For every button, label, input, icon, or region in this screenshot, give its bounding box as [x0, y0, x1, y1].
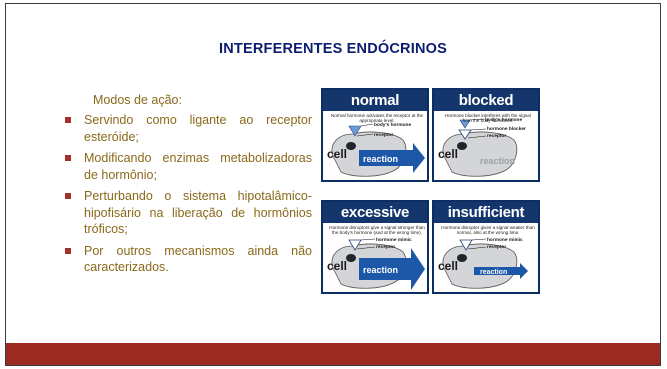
bullet-item: Servindo como ligante ao receptor esteró…	[64, 112, 312, 145]
reaction-arrow-icon	[359, 248, 425, 290]
bullet-square-icon	[65, 193, 71, 199]
panel-title: blocked	[434, 90, 538, 111]
label-hormone-mimic: hormone mimic	[376, 237, 412, 243]
label-hormone-mimic: hormone mimic	[487, 237, 523, 243]
panel-description: Hormone blocker interferes with the sign…	[445, 113, 531, 124]
panel-title: insufficient	[434, 202, 538, 223]
cell-label: cell	[327, 147, 347, 161]
reaction-label: reaction	[480, 269, 507, 276]
blocked-diagram: body's hormone hormone blocker receptor …	[438, 117, 526, 177]
reaction-label: reaction	[363, 154, 398, 164]
cell-label: cell	[327, 259, 347, 273]
bullet-item: Modificando enzimas metabolizadoras de h…	[64, 150, 312, 183]
label-receptor: receptor	[487, 244, 506, 250]
bullet-square-icon	[65, 155, 71, 161]
panel-description: Normal hormone activates the receptor at…	[330, 113, 424, 124]
label-bodys-hormone: body's hormone	[485, 117, 522, 123]
panel-title: normal	[323, 90, 427, 111]
bullet-list: Servindo como ligante ao receptor esteró…	[64, 112, 312, 281]
label-receptor: receptor	[487, 133, 506, 139]
panel-description: Hormone disrupter gives a signal weaker …	[441, 225, 535, 236]
label-receptor: receptor	[376, 244, 395, 250]
cell-label: cell	[438, 259, 458, 273]
panel-description: Hormone disruptors give a signal stronge…	[329, 225, 425, 236]
cell-label: cell	[438, 147, 458, 161]
reaction-label: reaction	[363, 265, 398, 275]
slide-subtitle: Modos de ação:	[93, 93, 182, 107]
bullet-square-icon	[65, 117, 71, 123]
reaction-arrow-icon	[359, 143, 425, 173]
label-receptor: receptor	[374, 132, 393, 138]
bottom-bar	[6, 343, 660, 365]
panel-excessive: hormone mimic receptor cell reaction exc…	[321, 200, 429, 294]
reaction-arrow-icon	[474, 263, 528, 279]
bullet-item: Por outros mecanismos ainda não caracter…	[64, 243, 312, 276]
panel-blocked: body's hormone hormone blocker receptor …	[432, 88, 540, 182]
label-hormone-blocker: hormone blocker	[487, 126, 526, 132]
slide: INTERFERENTES ENDÓCRINOS Modos de ação: …	[5, 3, 661, 366]
slide-title: INTERFERENTES ENDÓCRINOS	[219, 41, 447, 57]
bullet-square-icon	[65, 247, 71, 254]
reaction-label: reaction	[480, 156, 515, 166]
panel-insufficient: hormone mimic receptor cell reaction ins…	[432, 200, 540, 294]
panel-title: excessive	[323, 202, 427, 223]
excessive-diagram: hormone mimic receptor cell reaction	[327, 237, 425, 290]
label-bodys-hormone: body's hormone	[374, 122, 411, 128]
normal-diagram: body's hormone receptor cell reaction	[327, 122, 425, 177]
insufficient-diagram: hormone mimic receptor cell reaction	[438, 237, 528, 289]
panel-normal: body's hormone receptor cell reaction no…	[321, 88, 429, 182]
bullet-item: Perturbando o sistema hipotalâmico-hipof…	[64, 188, 312, 238]
